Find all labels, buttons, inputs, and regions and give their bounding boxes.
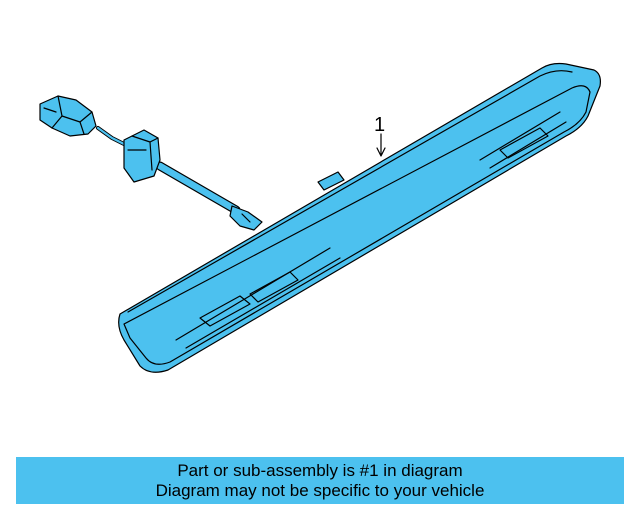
lamp-assembly [118, 62, 601, 373]
info-banner: Part or sub-assembly is #1 in diagram Di… [16, 457, 624, 504]
part-diagram [39, 62, 601, 373]
banner-line-2: Diagram may not be specific to your vehi… [155, 481, 485, 500]
wire-harness [39, 95, 263, 231]
callout-number: 1 [374, 114, 386, 136]
callout-leader [376, 133, 386, 157]
grommet [123, 129, 161, 183]
banner-line-1: Part or sub-assembly is #1 in diagram [177, 461, 463, 480]
connector-plug [39, 95, 97, 137]
